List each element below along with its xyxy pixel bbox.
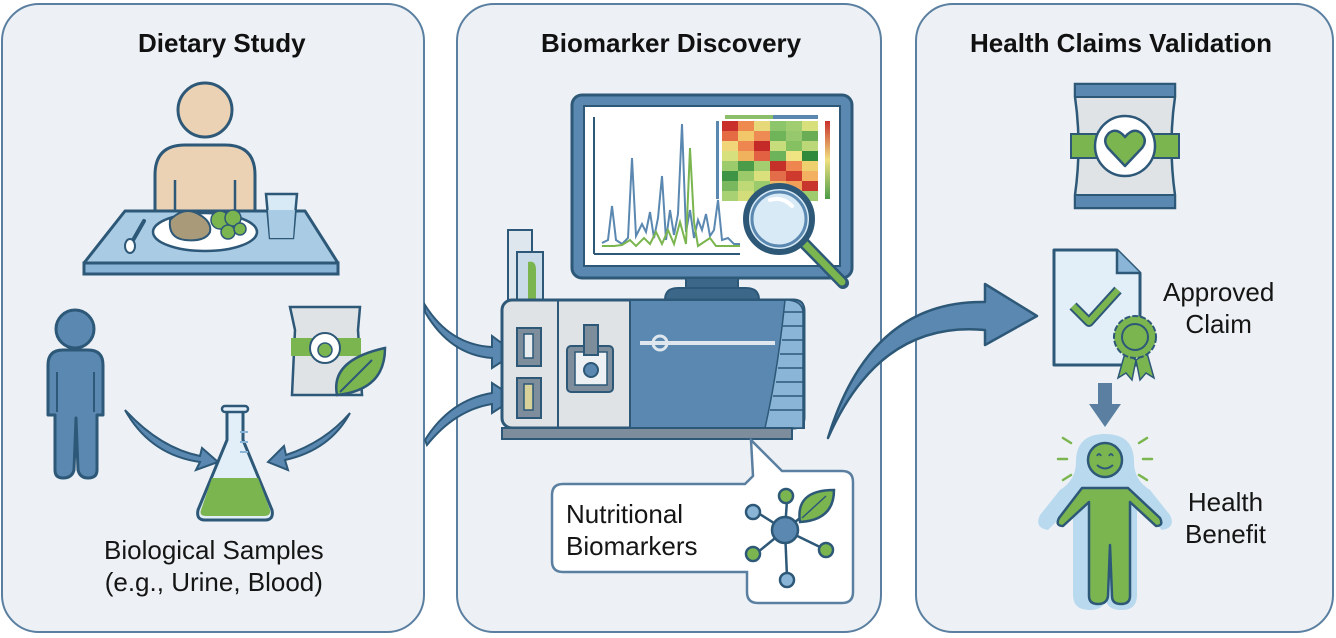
heatmap-cell — [738, 141, 754, 151]
heatmap-cell — [754, 161, 770, 171]
panel-title-health-claims: Health Claims Validation — [970, 28, 1272, 58]
arrow-down-icon — [1089, 383, 1121, 427]
heatmap-cell — [802, 141, 818, 151]
heatmap-cell — [770, 151, 786, 161]
heatmap-cell — [738, 171, 754, 181]
heatmap-cell — [722, 131, 738, 141]
arrow-person-to-flask — [124, 409, 220, 472]
heatmap-cell — [770, 131, 786, 141]
heatmap-cell — [802, 131, 818, 141]
heatmap-cell — [722, 191, 738, 201]
heatmap-cell — [754, 151, 770, 161]
heatmap-cell — [770, 121, 786, 131]
heatmap-cell — [738, 161, 754, 171]
arrow-to-validation — [826, 282, 1039, 440]
heatmap-cell — [738, 151, 754, 161]
approved-line-2: Claim — [1185, 309, 1252, 339]
heatmap-cell — [722, 181, 738, 191]
heatmap-cell — [722, 121, 738, 131]
heatmap-cell — [738, 191, 754, 201]
callout-line-1: Nutritional — [566, 499, 684, 529]
heatmap-cell — [802, 181, 818, 191]
approved-claim-label: Approved Claim — [1163, 276, 1274, 340]
heatmap-cell — [754, 141, 770, 151]
spectrum-chart-icon — [593, 117, 740, 255]
heatmap-cell — [738, 181, 754, 191]
heatmap-cell — [722, 161, 738, 171]
arrow-package-to-flask — [266, 412, 351, 472]
caption-line-2: (e.g., Urine, Blood) — [104, 567, 323, 597]
caption-line-1: Biological Samples — [104, 535, 324, 565]
molecule-icon — [744, 487, 835, 589]
callout-line-2: Biomarkers — [566, 531, 698, 561]
heatmap-cell — [786, 141, 802, 151]
heatmap-cell — [738, 131, 754, 141]
heatmap-cell — [786, 181, 802, 191]
nutritional-biomarkers-label: Nutritional Biomarkers — [566, 498, 697, 562]
heatmap-cell — [722, 141, 738, 151]
benefit-line-1: Health — [1187, 487, 1264, 517]
happy-person-icon — [1038, 434, 1172, 610]
health-benefit-label: Health Benefit — [1185, 486, 1266, 550]
heatmap-cell — [722, 171, 738, 181]
heatmap-cell — [802, 121, 818, 131]
heatmap-cell — [786, 121, 802, 131]
heatmap-cell — [770, 171, 786, 181]
heatmap-cell — [754, 171, 770, 181]
heatmap-cell — [786, 151, 802, 161]
heatmap-cell — [802, 161, 818, 171]
heatmap-cell — [802, 151, 818, 161]
panel-title-biomarker-discovery: Biomarker Discovery — [541, 28, 802, 58]
heatmap-cell — [802, 171, 818, 181]
magnifier-icon — [743, 183, 849, 289]
person-eating-icon — [153, 81, 257, 217]
heatmap-cell — [722, 151, 738, 161]
leaf-icon — [798, 488, 836, 524]
panel-title-dietary-study: Dietary Study — [138, 28, 306, 58]
heatmap-cell — [786, 131, 802, 141]
heatmap-cell — [738, 121, 754, 131]
heatmap-cell — [754, 121, 770, 131]
flask-icon — [196, 404, 274, 522]
heatmap-cell — [786, 161, 802, 171]
meal-tray-icon — [82, 192, 340, 276]
heatmap-cell — [770, 161, 786, 171]
heatmap-cell — [786, 171, 802, 181]
heatmap-cell — [802, 191, 818, 201]
heatmap-cell — [770, 141, 786, 151]
benefit-line-2: Benefit — [1185, 519, 1266, 549]
mass-spectrometer-icon — [500, 229, 806, 440]
approved-line-1: Approved — [1163, 277, 1275, 307]
heatmap-cell — [754, 131, 770, 141]
heatmap-cell — [754, 181, 770, 191]
biological-samples-caption: Biological Samples (e.g., Urine, Blood) — [104, 534, 324, 598]
food-package-heart-icon — [1070, 82, 1180, 210]
callout-bubble — [550, 436, 855, 605]
award-ribbon-icon — [1113, 315, 1157, 382]
person-icon — [46, 308, 105, 480]
leaf-icon — [334, 346, 387, 397]
